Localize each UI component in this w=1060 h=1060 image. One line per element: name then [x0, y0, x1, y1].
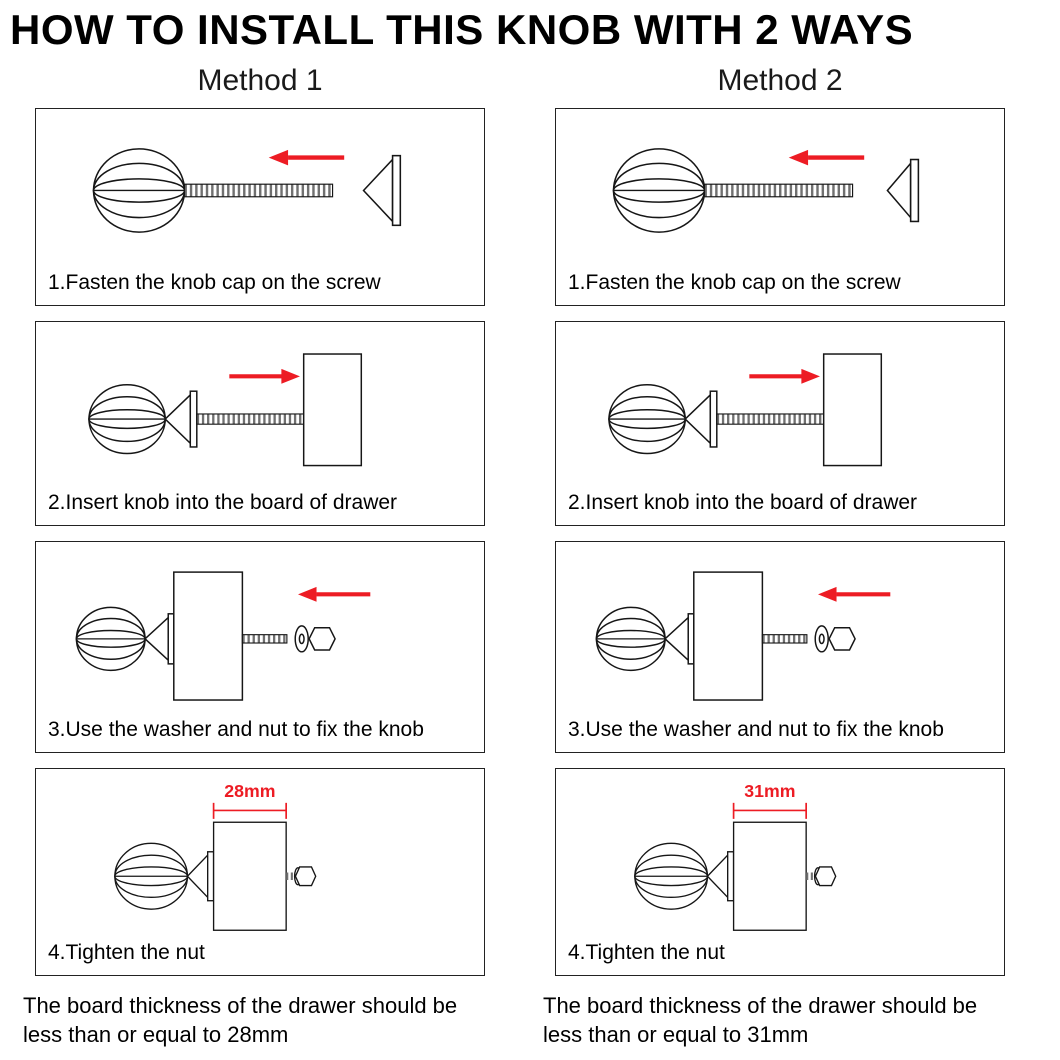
method-1-step-2-box: 2.Insert knob into the board of drawer [35, 321, 485, 526]
knob-icon [612, 148, 706, 233]
board-shape [302, 353, 363, 467]
step4-diagram: 31mm [634, 781, 837, 931]
cap-icon [663, 613, 695, 665]
step-caption: 1.Fasten the knob cap on the screw [568, 271, 901, 294]
method-1-step-3-box: 3.Use the washer and nut to fix the knob [35, 541, 485, 753]
knob-icon [608, 383, 686, 455]
step3-diagram [75, 571, 371, 701]
step3-diagram [595, 571, 891, 701]
step-caption: 2.Insert knob into the board of drawer [48, 491, 398, 514]
cap-icon [362, 154, 402, 227]
methods-columns: Method 1 [0, 54, 1060, 1049]
knob-icon [595, 606, 666, 672]
step-caption: 4.Tighten the nut [48, 941, 205, 964]
cap-icon [886, 158, 920, 223]
arrow-left-icon [788, 149, 865, 166]
cap-icon [684, 390, 718, 448]
knob-icon [92, 148, 186, 233]
nut-icon [813, 866, 837, 887]
step2-diagram [608, 353, 883, 467]
dimension-line [212, 802, 287, 819]
arrow-left-icon [268, 149, 345, 166]
screw-icon [241, 634, 288, 644]
knob-icon [634, 842, 709, 910]
screw-icon [183, 183, 334, 198]
dimension-label: 31mm [744, 781, 795, 801]
method-2-step-3-box: 3.Use the washer and nut to fix the knob [555, 541, 1005, 753]
nut-icon [828, 626, 856, 651]
washer-icon [814, 625, 829, 653]
cap-icon [706, 851, 735, 902]
step1-diagram [92, 148, 402, 233]
step2-diagram [88, 353, 363, 467]
method-1-step-4-box: 28mm [35, 768, 485, 976]
page-title: HOW TO INSTALL THIS KNOB WITH 2 WAYS [10, 6, 914, 53]
arrow-right-icon [229, 368, 300, 384]
method-2-step-4-box: 31mm [555, 768, 1005, 976]
cap-icon [186, 851, 215, 902]
board-shape [212, 821, 287, 931]
step1-diagram [612, 148, 920, 233]
dimension-label: 28mm [224, 781, 275, 801]
board-shape [732, 821, 807, 931]
step-caption: 3.Use the washer and nut to fix the knob [568, 718, 944, 741]
arrow-right-icon [749, 368, 820, 384]
board-shape [693, 571, 764, 701]
arrow-left-icon [818, 586, 891, 602]
dimension-line [732, 802, 807, 819]
nut-icon [293, 866, 317, 887]
method-1-heading: Method 1 [197, 64, 323, 97]
method-2-step-1-box: 1.Fasten the knob cap on the screw [555, 108, 1005, 306]
knob-icon [75, 606, 146, 672]
screw-icon [703, 183, 854, 198]
method-1-footnote: The board thickness of the drawer should… [23, 993, 458, 1048]
nut-icon [308, 626, 336, 651]
method-1-column: Method 1 [23, 58, 485, 1049]
method-2-heading: Method 2 [717, 64, 843, 97]
knob-icon [88, 383, 166, 455]
screw-icon [196, 413, 308, 425]
arrow-left-icon [298, 586, 371, 602]
screw-icon [716, 413, 828, 425]
method-1-step-1-box: 1.Fasten the knob cap on the screw [35, 108, 485, 306]
step-caption: 3.Use the washer and nut to fix the knob [48, 718, 424, 741]
method-2-footnote: The board thickness of the drawer should… [543, 993, 978, 1048]
method-2-step-2-box: 2.Insert knob into the board of drawer [555, 321, 1005, 526]
step-caption: 2.Insert knob into the board of drawer [568, 491, 918, 514]
method-2-column: Method 2 [543, 58, 1005, 1049]
board-shape [173, 571, 244, 701]
cap-icon [164, 390, 198, 448]
knob-icon [114, 842, 189, 910]
step-caption: 1.Fasten the knob cap on the screw [48, 271, 381, 294]
washer-icon [294, 625, 309, 653]
step4-diagram: 28mm [114, 781, 317, 931]
step-caption: 4.Tighten the nut [568, 941, 725, 964]
board-shape [822, 353, 883, 467]
screw-icon [761, 634, 808, 644]
cap-icon [143, 613, 175, 665]
